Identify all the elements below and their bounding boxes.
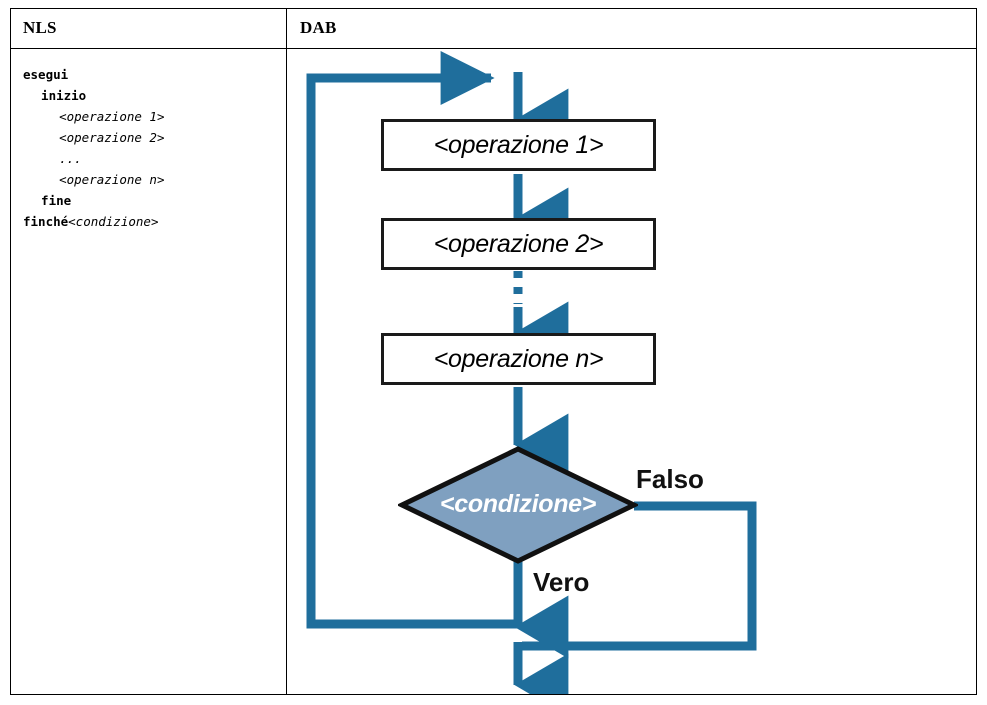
decision-node-label: <condizione>	[439, 490, 597, 518]
pseudocode-line: ...	[23, 148, 278, 169]
column-header-dab: DAB	[300, 18, 337, 37]
column-header-nls: NLS	[23, 18, 57, 37]
loop-back-connector	[306, 51, 518, 629]
table-header-row: NLS DAB	[11, 9, 976, 49]
pseudocode-line: <operazione 1>	[23, 106, 278, 127]
process-node-operazione-1[interactable]: <operazione 1>	[381, 119, 656, 171]
pseudocode-keyword: esegui	[23, 67, 69, 82]
pseudocode-line: inizio	[23, 85, 278, 106]
pseudocode-placeholder: <operazione n>	[59, 172, 165, 187]
dab-flowchart: <operazione 1> <operazione 2> <operazion…	[286, 49, 978, 694]
pseudocode-line: esegui	[23, 64, 278, 85]
pseudocode-keyword: finché	[23, 214, 69, 229]
decision-node-condizione[interactable]	[398, 445, 638, 565]
branch-label-falso: Falso	[636, 464, 704, 494]
pseudocode-keyword: inizio	[41, 88, 87, 103]
pseudocode-line: finché<condizione>	[23, 211, 278, 232]
pseudocode-placeholder: <operazione 1>	[59, 109, 165, 124]
pseudocode-line: <operazione 2>	[23, 127, 278, 148]
pseudocode-placeholder: ...	[59, 151, 82, 166]
pseudocode-line: fine	[23, 190, 278, 211]
branch-label-vero: Vero	[533, 567, 590, 597]
connector-false-branch	[522, 501, 757, 651]
process-node-operazione-2[interactable]: <operazione 2>	[381, 218, 656, 270]
process-node-operazione-n[interactable]: <operazione n>	[381, 333, 656, 385]
flowchart-connectors	[306, 51, 757, 694]
column-divider	[286, 9, 287, 694]
nls-pseudocode: esegui inizio <operazione 1> <operazione 2>…	[23, 64, 278, 232]
pseudocode-placeholder: <condizione>	[68, 214, 159, 229]
pseudocode-line: <operazione n>	[23, 169, 278, 190]
pseudocode-placeholder: <operazione 2>	[59, 130, 165, 145]
pseudocode-keyword: fine	[41, 193, 72, 208]
